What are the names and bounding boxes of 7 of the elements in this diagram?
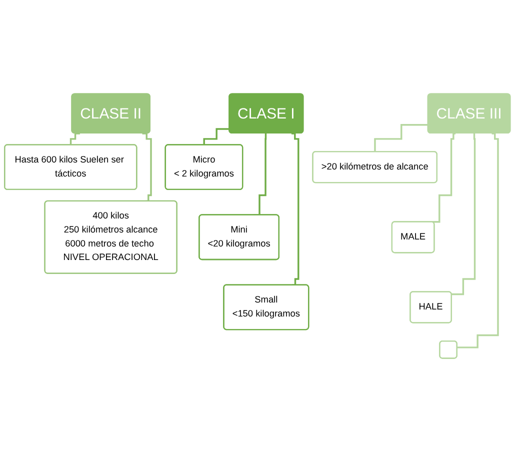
connector	[452, 132, 476, 296]
connector	[374, 124, 428, 153]
connector	[142, 132, 152, 202]
connector	[70, 132, 80, 146]
connector	[457, 132, 499, 348]
connector	[203, 128, 230, 146]
connector	[291, 132, 300, 286]
